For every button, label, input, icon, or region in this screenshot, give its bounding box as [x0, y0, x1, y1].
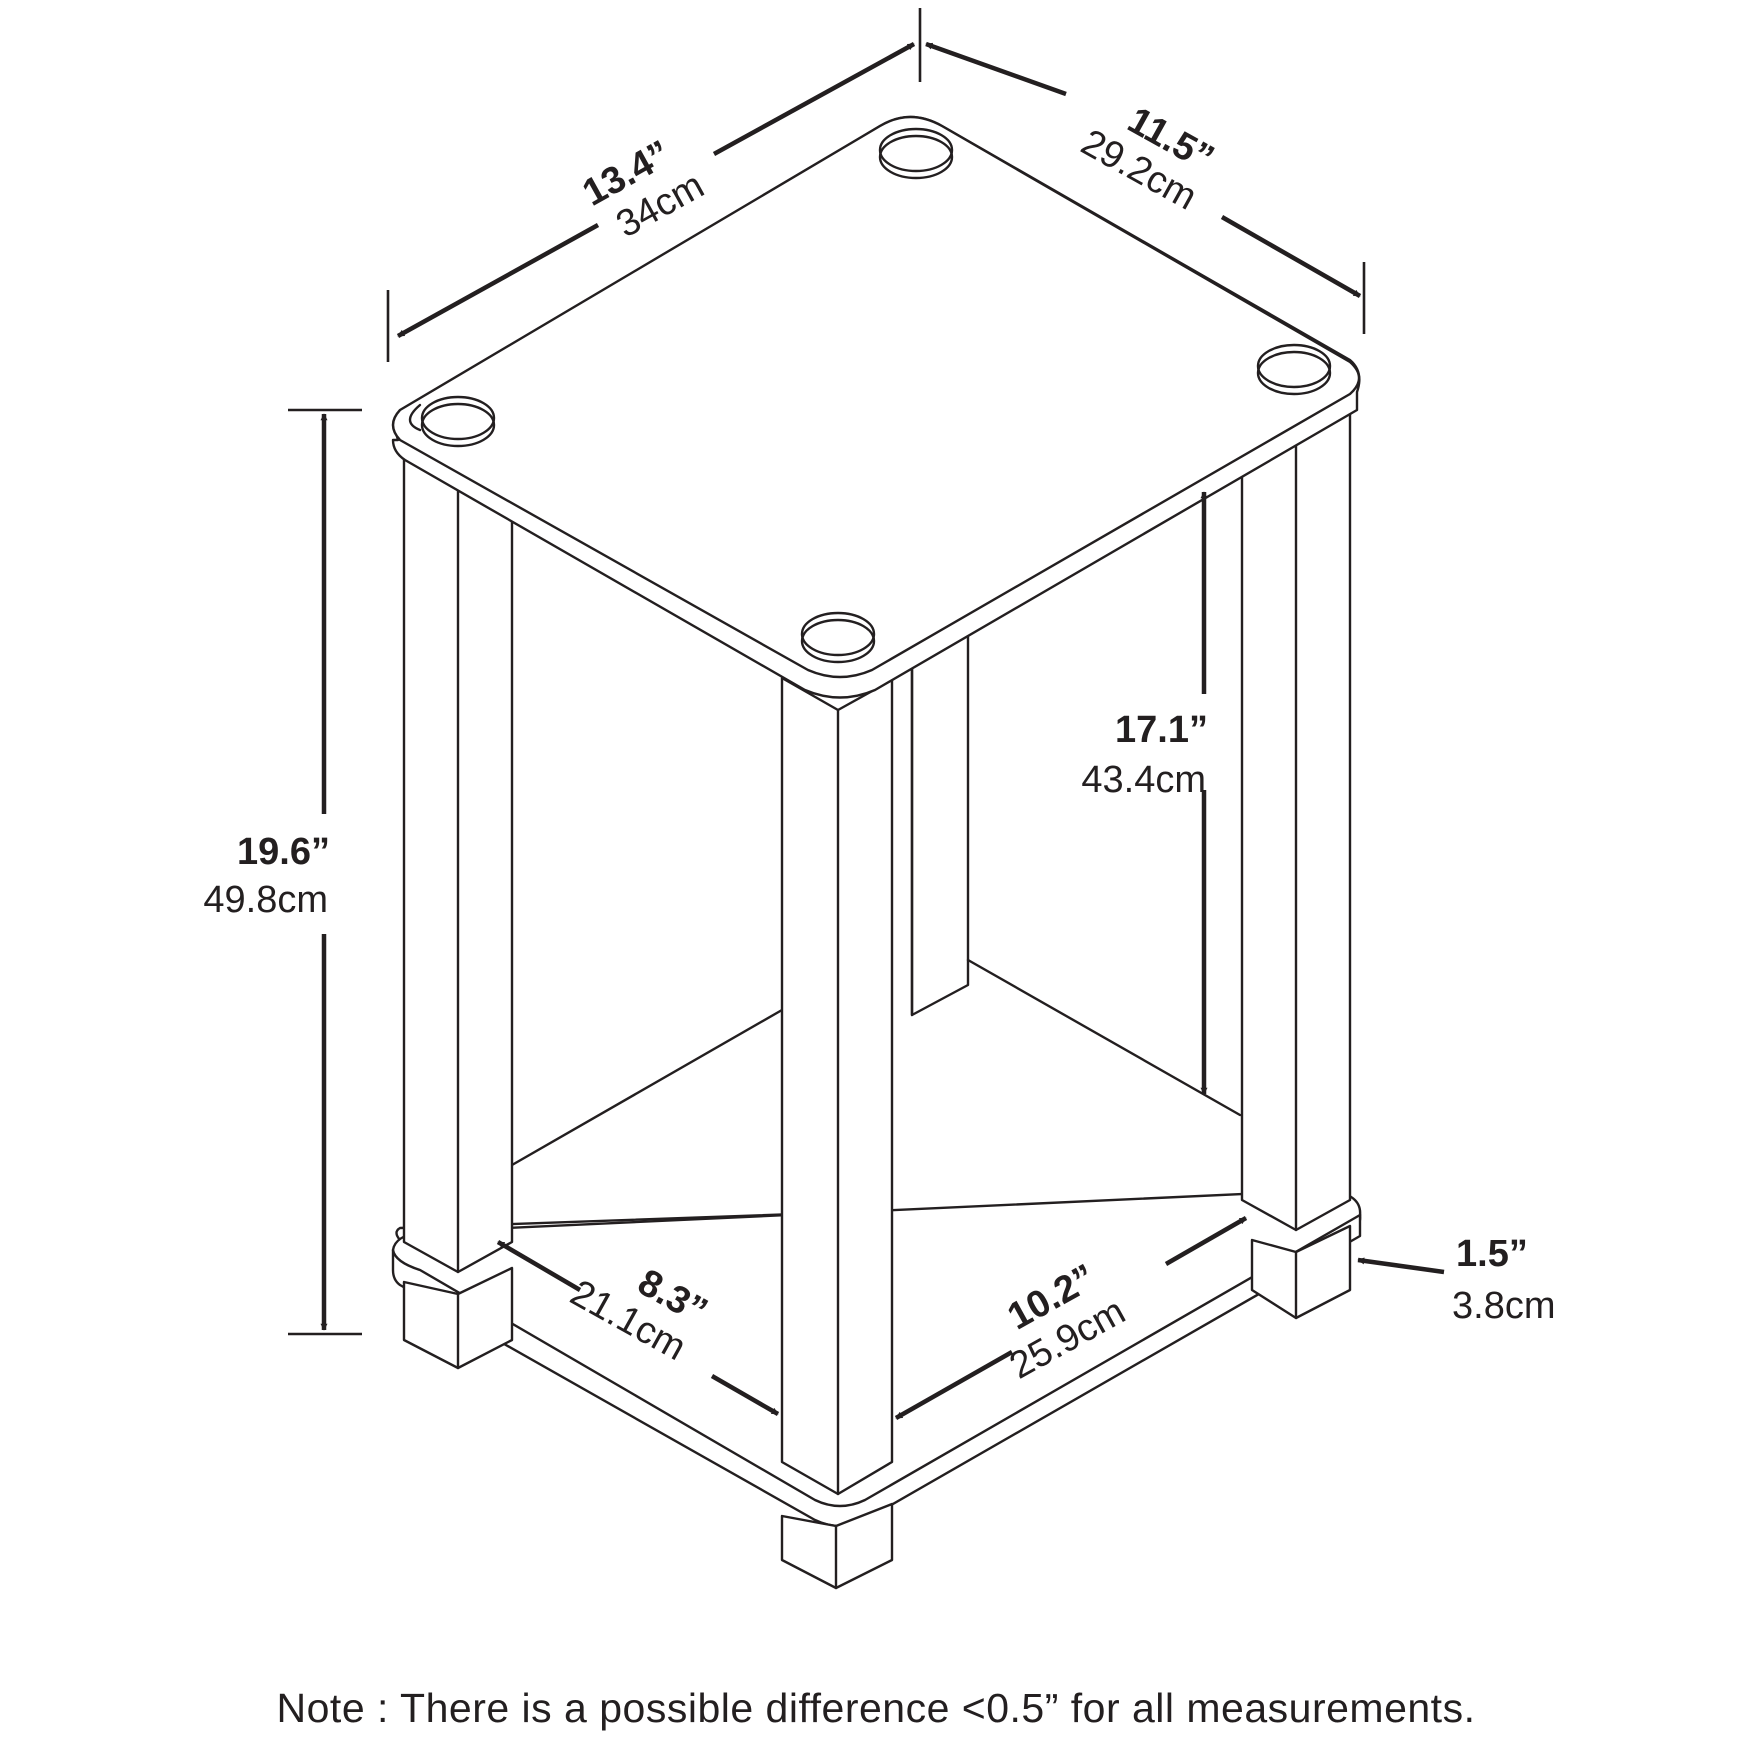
width-dimension-line-b [712, 42, 916, 156]
foot-height-cm: 3.8cm [1452, 1285, 1555, 1327]
depth-dimension-line-a [925, 41, 1067, 97]
depth-dimension-line-b [1220, 215, 1362, 298]
clearance-height-inches: 17.1” [1115, 709, 1208, 751]
inner-depth-dimension-line-a [496, 1240, 582, 1292]
total-height-inches: 19.6” [237, 831, 330, 873]
dimension-lines [288, 8, 1445, 1420]
inner-depth-dimension-line-b [710, 1374, 780, 1416]
foot-height-pointer [1357, 1257, 1445, 1275]
right-leg [1240, 408, 1352, 1232]
measurement-note: Note : There is a possible difference <0… [276, 1685, 1476, 1731]
table-drawing [391, 115, 1362, 1590]
total-height-cm: 49.8cm [203, 879, 328, 921]
foot-height-inches: 1.5” [1456, 1233, 1528, 1275]
front-leg [780, 676, 894, 1496]
clearance-height-cm: 43.4cm [1081, 759, 1206, 801]
inner-width-dimension-line-a [894, 1350, 1014, 1420]
foot-right [1250, 1224, 1352, 1320]
foot-left [402, 1266, 514, 1370]
dimension-labels: 13.4” 34cm 11.5” 29.2cm 19.6” 49.8cm 17.… [203, 99, 1555, 1387]
width-dimension-line-a [396, 223, 600, 338]
foot-front [780, 1502, 894, 1590]
back-stretcher-left [510, 1008, 784, 1167]
peg-holes [420, 127, 1332, 664]
back-stretcher-right [966, 958, 1242, 1117]
top-shelf [391, 115, 1361, 699]
left-leg [402, 450, 514, 1274]
inner-width-dimension-line-b [1164, 1216, 1248, 1266]
